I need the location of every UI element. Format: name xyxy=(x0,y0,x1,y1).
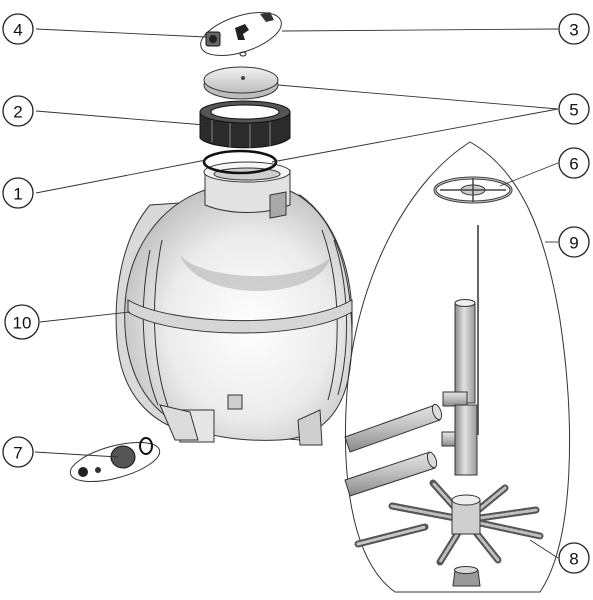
leader-line-1 xyxy=(35,159,207,194)
callout-label: 7 xyxy=(13,444,22,463)
lower-collector xyxy=(354,479,544,587)
callout-label: 4 xyxy=(13,21,22,40)
tank xyxy=(115,161,353,446)
callout-9: 9 xyxy=(558,226,590,258)
callout-7: 7 xyxy=(2,436,34,468)
leader-line-3 xyxy=(281,28,559,32)
callout-2: 2 xyxy=(2,95,34,127)
leader-line-2 xyxy=(35,110,206,126)
callout-label: 8 xyxy=(569,550,578,569)
central-pipe xyxy=(441,299,478,476)
leader-line-10 xyxy=(39,311,131,323)
callout-label: 9 xyxy=(569,234,578,253)
lateral-pipes xyxy=(344,403,443,497)
internal-kit-outline xyxy=(345,141,571,593)
air-relief-set xyxy=(200,12,282,57)
leader-line-4 xyxy=(35,28,207,38)
callout-label: 6 xyxy=(569,155,578,174)
callout-label: 10 xyxy=(13,314,32,333)
callout-1: 1 xyxy=(2,177,34,209)
leader-line-7 xyxy=(34,451,119,458)
callout-10: 10 xyxy=(4,304,40,340)
leader-line-8 xyxy=(529,539,559,559)
callout-label: 5 xyxy=(569,101,578,120)
locking-ring xyxy=(199,100,291,149)
callout-3: 3 xyxy=(558,13,590,45)
drain-set xyxy=(69,437,161,483)
callout-label: 2 xyxy=(13,103,22,122)
callout-4: 4 xyxy=(2,13,34,45)
callout-label: 1 xyxy=(13,185,22,204)
callout-8: 8 xyxy=(558,542,590,574)
leader-line-5a xyxy=(277,84,559,110)
spare-lateral xyxy=(354,523,429,548)
callout-label: 3 xyxy=(569,21,578,40)
callout-5: 5 xyxy=(558,93,590,125)
upper-diffuser xyxy=(433,176,513,204)
leader-line-5b xyxy=(271,108,559,163)
leader-line-6 xyxy=(499,162,559,187)
leader-lines xyxy=(34,28,559,559)
air-relief-valve-part xyxy=(205,31,221,47)
o-ring xyxy=(202,149,278,175)
lid xyxy=(203,66,279,100)
callout-6: 6 xyxy=(558,147,590,179)
